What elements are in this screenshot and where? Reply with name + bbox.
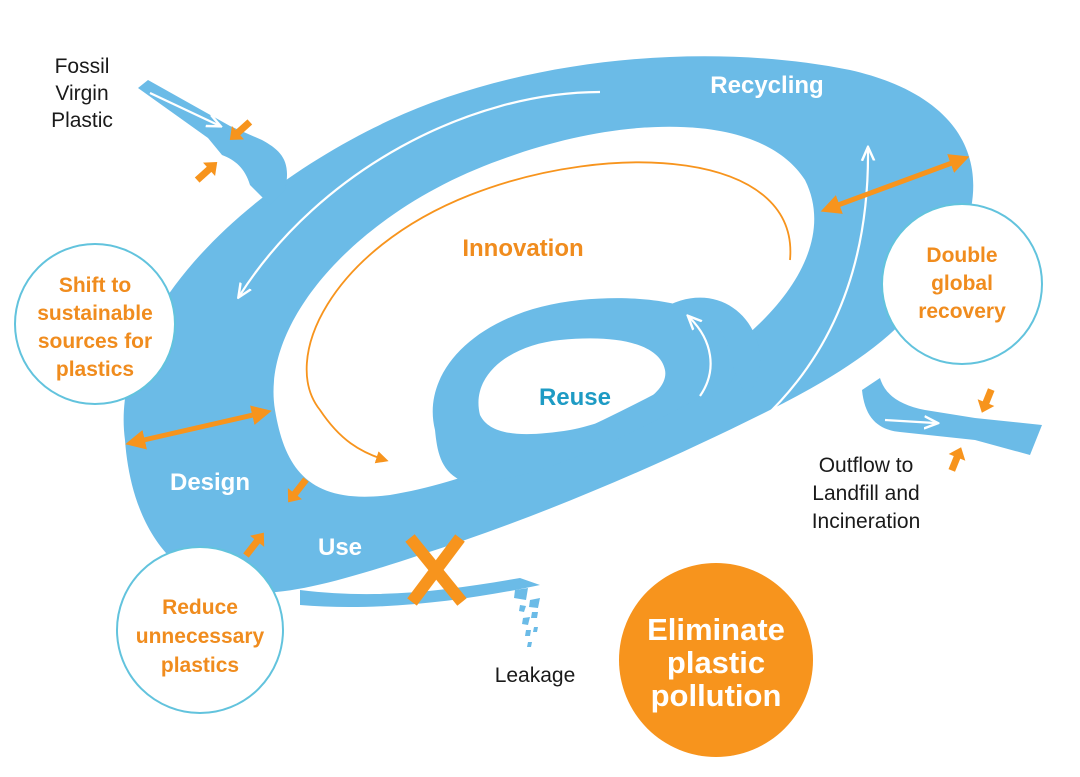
fossil-virgin-plastic-label: Fossil Virgin Plastic: [51, 55, 113, 132]
svg-text:Outflow to: Outflow to: [819, 454, 914, 477]
recycling-label: Recycling: [710, 72, 823, 99]
svg-text:sustainable: sustainable: [37, 302, 153, 325]
svg-text:Reduce: Reduce: [162, 596, 238, 619]
white-flow-arrow-icon: [240, 90, 601, 295]
svg-text:Incineration: Incineration: [812, 510, 921, 533]
outflow-label: Outflow to Landfill and Incineration: [812, 454, 921, 533]
orange-pinch-arrow-icon: [287, 477, 309, 503]
orange-pinch-arrow-icon: [229, 119, 253, 141]
white-flow-arrow-icon: [604, 150, 868, 512]
white-flow-arrows: [149, 90, 935, 512]
white-flow-arrow-icon: [149, 92, 218, 125]
orange-pinch-arrow-icon: [948, 447, 966, 472]
svg-text:Plastic: Plastic: [51, 109, 113, 132]
orange-double-arrow-icon: [820, 154, 970, 214]
circle-shift-to-sustainable: Shift to sustainable sources for plastic…: [14, 243, 176, 405]
svg-text:recovery: recovery: [918, 300, 1006, 323]
svg-text:unnecessary: unnecessary: [136, 625, 265, 648]
reuse-label: Reuse: [539, 384, 611, 411]
svg-text:Shift to: Shift to: [59, 274, 131, 297]
orange-double-arrow-icon: [125, 405, 272, 450]
orange-x-mark-icon: [405, 534, 467, 606]
orange-pinch-arrow-icon: [243, 532, 265, 558]
orange-pinch-arrow-icon: [977, 388, 995, 413]
orange-pinch-arrow-icon: [194, 161, 218, 183]
svg-text:Fossil: Fossil: [55, 55, 110, 78]
circle-double-global-recovery: Double global recovery: [881, 203, 1043, 365]
svg-text:sources for: sources for: [38, 330, 152, 353]
svg-text:global: global: [931, 272, 993, 295]
use-label: Use: [318, 534, 362, 561]
white-flow-arrow-icon: [884, 420, 935, 423]
svg-text:Virgin: Virgin: [55, 82, 108, 105]
design-label: Design: [170, 469, 250, 496]
svg-text:Double: Double: [926, 244, 997, 267]
orange-pinch-arrows: [194, 119, 995, 558]
innovation-orange-arrow: [305, 161, 792, 464]
leakage-label: Leakage: [495, 664, 576, 687]
svg-text:Landfill and: Landfill and: [812, 482, 919, 505]
svg-text:plastics: plastics: [56, 358, 134, 381]
svg-text:Eliminate: Eliminate: [647, 612, 785, 647]
leakage-fragments: [514, 588, 540, 647]
orange-double-arrows: [125, 154, 970, 450]
circle-reduce-unnecessary: Reduce unnecessary plastics: [116, 546, 284, 714]
outer-flow-loop: [123, 56, 1042, 647]
innovation-label: Innovation: [462, 235, 583, 262]
svg-text:pollution: pollution: [651, 678, 782, 713]
circle-eliminate-plastic-pollution: Eliminate plastic pollution: [619, 563, 813, 757]
svg-text:plastic: plastic: [667, 645, 765, 680]
svg-text:plastics: plastics: [161, 654, 239, 677]
white-flow-arrow-icon: [690, 318, 712, 397]
